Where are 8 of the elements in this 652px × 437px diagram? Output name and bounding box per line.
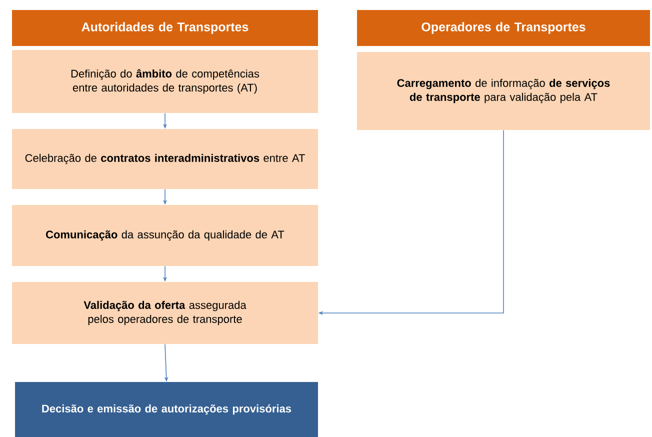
process-box: Celebração de contratos interadministrativos entre AT [12,129,318,189]
process-box: Comunicação da assunção da qualidade de AT [12,205,318,266]
process-box: Definição do âmbito de competências entre autoridades de transportes (AT) [12,50,318,113]
result-box: Decisão e emissão de autorizações provisórias [15,382,318,437]
column-header: Operadores de Transportes [357,10,650,46]
column-header: Autoridades de Transportes [12,10,318,46]
process-box: Carregamento de informação de serviços de transporte para validação pela AT [357,52,650,130]
process-box: Validação da oferta assegurada pelos operadores de transporte [12,282,318,344]
